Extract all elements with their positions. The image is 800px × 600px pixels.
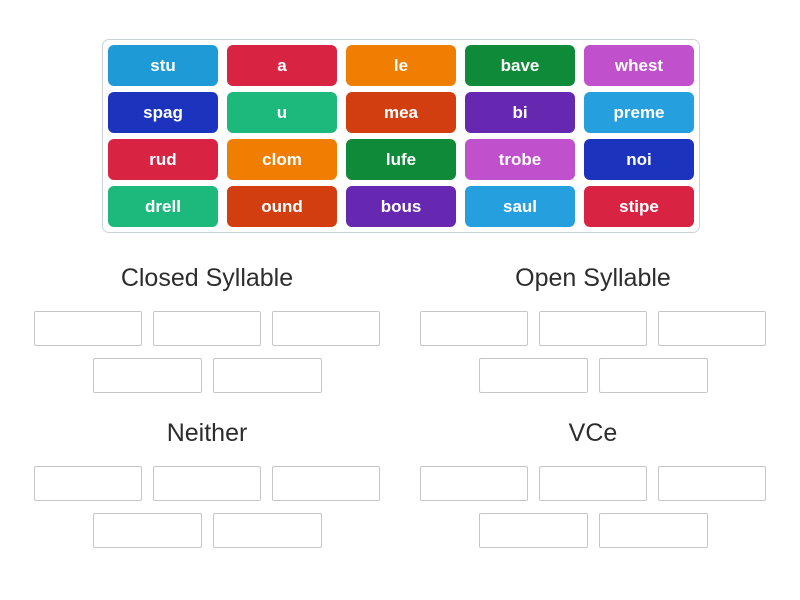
word-tile[interactable]: stu <box>108 45 218 86</box>
slot-rows <box>420 466 766 548</box>
drop-slot[interactable] <box>598 513 708 548</box>
word-tile[interactable]: clom <box>227 139 337 180</box>
drop-slot[interactable] <box>658 311 766 346</box>
drop-slot[interactable] <box>539 466 647 501</box>
drop-slot[interactable] <box>153 466 261 501</box>
group-title: Open Syllable <box>515 264 671 292</box>
word-tile[interactable]: le <box>346 45 456 86</box>
drop-slot[interactable] <box>598 358 708 393</box>
drop-slot[interactable] <box>478 358 588 393</box>
slot-rows <box>34 311 380 393</box>
word-tile[interactable]: bous <box>346 186 456 227</box>
word-tile[interactable]: ound <box>227 186 337 227</box>
word-tile[interactable]: stipe <box>584 186 694 227</box>
slot-row <box>420 466 766 501</box>
word-tile[interactable]: preme <box>584 92 694 133</box>
word-tile[interactable]: rud <box>108 139 218 180</box>
word-tile[interactable]: drell <box>108 186 218 227</box>
slot-row <box>420 311 766 346</box>
slot-row <box>34 513 380 548</box>
word-tile[interactable]: mea <box>346 92 456 133</box>
drop-slot[interactable] <box>420 466 528 501</box>
word-tile[interactable]: bave <box>465 45 575 86</box>
word-tile[interactable]: bi <box>465 92 575 133</box>
drop-slot[interactable] <box>212 513 322 548</box>
word-tile[interactable]: u <box>227 92 337 133</box>
drop-slot[interactable] <box>272 466 380 501</box>
word-tile[interactable]: saul <box>465 186 575 227</box>
slot-row <box>420 358 766 393</box>
word-tile[interactable]: trobe <box>465 139 575 180</box>
group-title: Neither <box>166 419 248 447</box>
drop-slot[interactable] <box>212 358 322 393</box>
word-tile[interactable]: noi <box>584 139 694 180</box>
category-group: Closed Syllable <box>34 262 380 405</box>
slot-rows <box>34 466 380 548</box>
category-group: VCe <box>420 417 766 560</box>
drop-slot[interactable] <box>92 513 202 548</box>
drop-slot[interactable] <box>539 311 647 346</box>
drop-slot[interactable] <box>658 466 766 501</box>
category-group: Neither <box>34 417 380 560</box>
group-title: VCe <box>568 419 618 447</box>
slot-row <box>420 513 766 548</box>
drop-slot[interactable] <box>153 311 261 346</box>
slot-row <box>34 311 380 346</box>
drop-slot[interactable] <box>34 466 142 501</box>
drop-slot[interactable] <box>34 311 142 346</box>
drop-slot[interactable] <box>478 513 588 548</box>
drop-slot[interactable] <box>92 358 202 393</box>
slot-row <box>34 358 380 393</box>
category-group: Open Syllable <box>420 262 766 405</box>
word-tile[interactable]: a <box>227 45 337 86</box>
word-tile[interactable]: spag <box>108 92 218 133</box>
slot-row <box>34 466 380 501</box>
word-tile[interactable]: lufe <box>346 139 456 180</box>
word-tile[interactable]: whest <box>584 45 694 86</box>
drop-slot[interactable] <box>272 311 380 346</box>
drop-slot[interactable] <box>420 311 528 346</box>
group-title: Closed Syllable <box>120 264 294 292</box>
slot-rows <box>420 311 766 393</box>
